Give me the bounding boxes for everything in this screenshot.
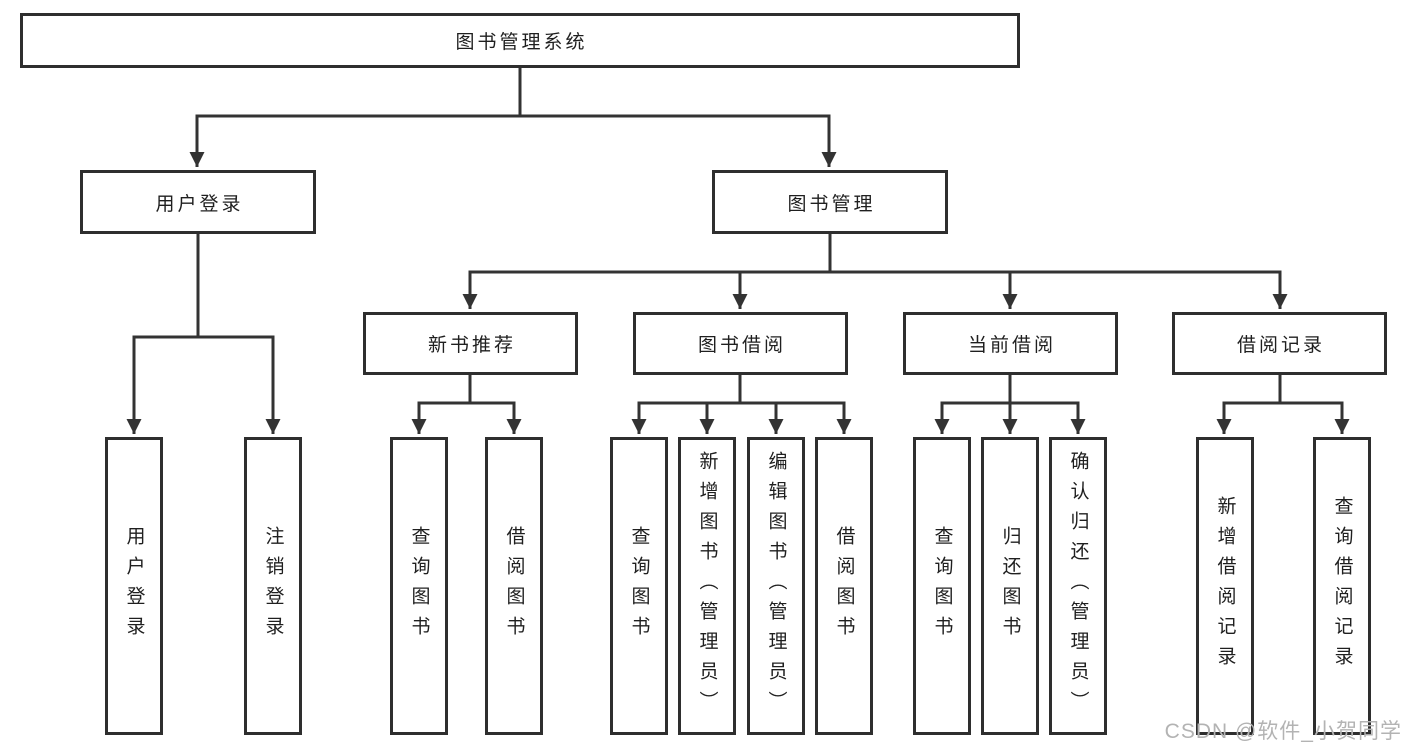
leaf-return-books-label: 归还图书 <box>999 526 1021 646</box>
node-book-management: 图书管理 <box>712 170 948 234</box>
node-root-label: 图书管理系统 <box>455 32 588 53</box>
node-user-login-label: 用户登录 <box>155 193 244 215</box>
leaf-logout: 注销登录 <box>244 437 302 735</box>
node-current-borrowing-label: 当前借阅 <box>967 335 1056 356</box>
leaf-borrow-books-recommend-label: 借阅图书 <box>503 526 525 646</box>
node-current-borrowing: 当前借阅 <box>903 312 1118 375</box>
leaf-borrow-books-recommend: 借阅图书 <box>485 437 543 735</box>
leaf-query-borrow-record-label: 查询借阅记录 <box>1331 496 1353 676</box>
leaf-add-books-admin: 新增图书（管理员） <box>678 437 736 735</box>
csdn-watermark: CSDN @软件_小贺同学 <box>1164 720 1402 743</box>
leaf-return-books: 归还图书 <box>981 437 1039 735</box>
leaf-user-login-label: 用户登录 <box>123 526 145 646</box>
leaf-add-books-admin-label: 新增图书（管理员） <box>696 451 718 721</box>
leaf-query-books-borrowing: 查询图书 <box>610 437 668 735</box>
leaf-confirm-return-admin: 确认归还（管理员） <box>1049 437 1107 735</box>
leaf-add-borrow-record: 新增借阅记录 <box>1196 437 1254 735</box>
node-borrowing-records-label: 借阅记录 <box>1236 335 1325 356</box>
leaf-edit-books-admin-label: 编辑图书（管理员） <box>765 451 787 721</box>
leaf-borrow-books: 借阅图书 <box>815 437 873 735</box>
leaf-query-borrow-record: 查询借阅记录 <box>1313 437 1371 735</box>
leaf-user-login: 用户登录 <box>105 437 163 735</box>
node-root: 图书管理系统 <box>20 13 1020 68</box>
leaf-query-books-current: 查询图书 <box>913 437 971 735</box>
leaf-edit-books-admin: 编辑图书（管理员） <box>747 437 805 735</box>
leaf-confirm-return-admin-label: 确认归还（管理员） <box>1067 451 1089 721</box>
leaf-logout-label: 注销登录 <box>262 526 284 646</box>
node-new-book-recommend: 新书推荐 <box>363 312 578 375</box>
leaf-add-borrow-record-label: 新增借阅记录 <box>1214 496 1236 676</box>
leaf-query-books-borrowing-label: 查询图书 <box>628 526 650 646</box>
node-borrowing-records: 借阅记录 <box>1172 312 1387 375</box>
node-book-borrowing: 图书借阅 <box>633 312 848 375</box>
node-new-book-recommend-label: 新书推荐 <box>427 335 516 356</box>
leaf-borrow-books-label: 借阅图书 <box>833 526 855 646</box>
node-book-management-label: 图书管理 <box>787 193 876 215</box>
node-book-borrowing-label: 图书借阅 <box>697 335 786 356</box>
leaf-query-books-recommend-label: 查询图书 <box>408 526 430 646</box>
leaf-query-books-current-label: 查询图书 <box>931 526 953 646</box>
leaf-query-books-recommend: 查询图书 <box>390 437 448 735</box>
node-user-login: 用户登录 <box>80 170 316 234</box>
